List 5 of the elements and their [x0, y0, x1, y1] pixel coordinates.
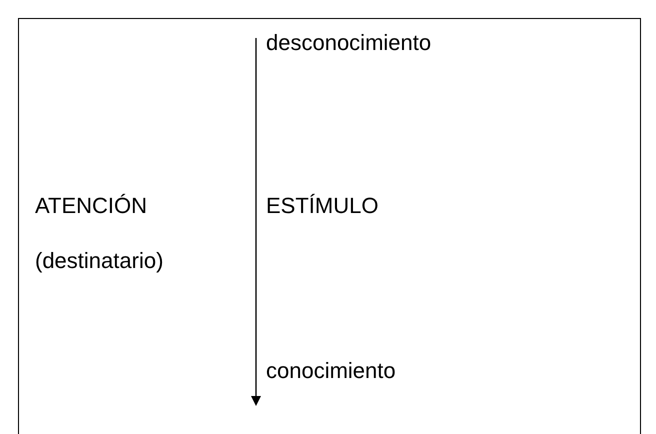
axis-label: ATENCIÓN [35, 193, 148, 219]
scale-label: desconocimiento [266, 30, 432, 56]
axis-label: ESTÍMULO [266, 193, 378, 219]
scale-label: conocimiento [266, 358, 396, 384]
axis-label: (destinatario) [35, 248, 164, 274]
